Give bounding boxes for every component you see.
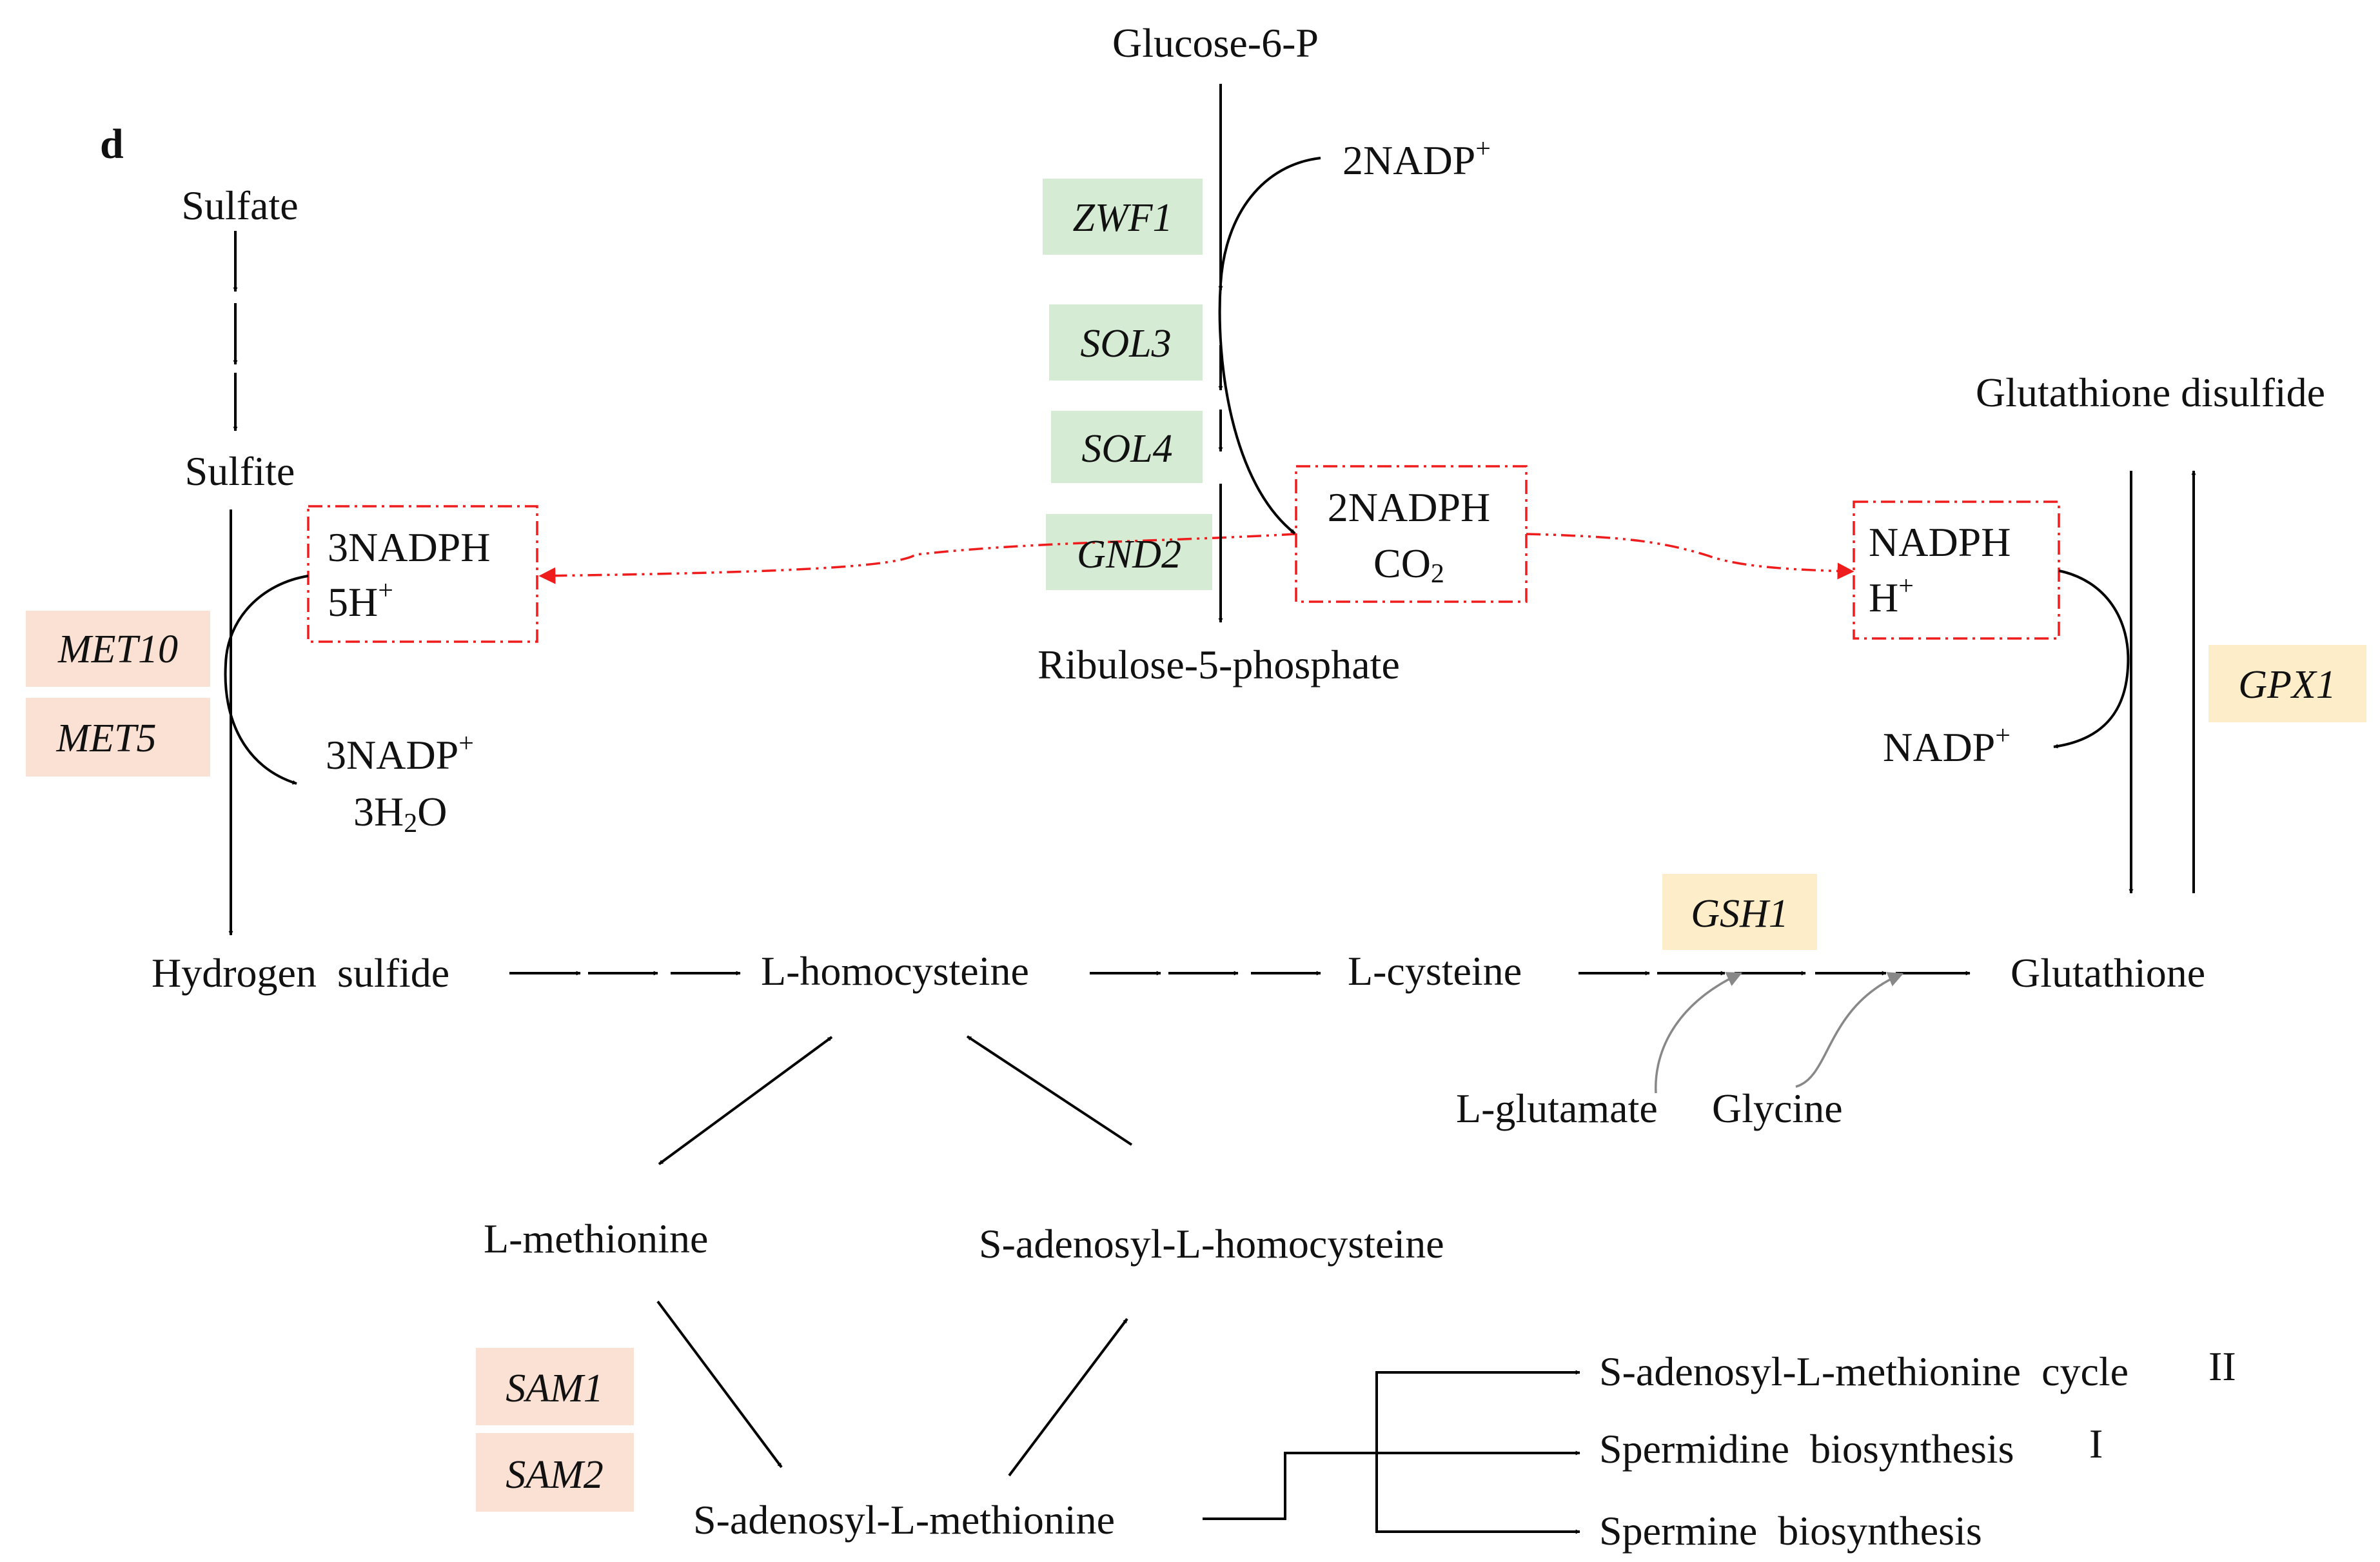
nadph3-box xyxy=(307,505,538,643)
red-arrow-to-nadph xyxy=(1526,533,1854,580)
label-l-cysteine: L-cysteine xyxy=(1348,948,1522,994)
label-3nadph: 3NADPH xyxy=(328,524,490,570)
gene-met10: MET10 xyxy=(57,628,178,671)
label-nadph: NADPH xyxy=(1869,519,2011,565)
label-sam-cycle: S-adenosyl-L-methionine cycle xyxy=(1599,1349,2129,1394)
label-hydrogen-sulfide: Hydrogen sulfide xyxy=(152,950,449,996)
label-glutathione: Glutathione xyxy=(2011,950,2205,996)
glycine-input-arrow xyxy=(1795,972,1904,1088)
gene-met5: MET5 xyxy=(56,717,157,760)
methionine-sam-arrow xyxy=(656,1300,783,1468)
label-spermidine-number: I xyxy=(2089,1421,2103,1467)
gene-sam2: SAM2 xyxy=(506,1453,604,1497)
label-sam-cycle-number: II xyxy=(2208,1343,2236,1389)
sam-sah-arrow xyxy=(1008,1318,1128,1477)
label-sulfate: Sulfate xyxy=(181,183,298,228)
label-glucose6p: Glucose-6-P xyxy=(1112,20,1319,66)
gene-gsh1: GSH1 xyxy=(1691,892,1789,936)
label-sam: S-adenosyl-L-methionine xyxy=(693,1497,1115,1543)
nadp-curve-arrow xyxy=(1218,157,1321,535)
label-3h2o: 3H2O xyxy=(353,789,447,838)
homocysteine-methionine-arrow xyxy=(658,1036,833,1165)
label-glutathione-disulfide: Glutathione disulfide xyxy=(1976,370,2325,415)
label-h-plus: H+ xyxy=(1869,571,1914,620)
sam-branch-spermidine xyxy=(1203,1450,1580,1520)
gene-box-zwf1 xyxy=(1043,179,1203,255)
gene-box-gnd2 xyxy=(1046,514,1212,590)
label-nadp-plus: NADP+ xyxy=(1883,721,2011,770)
gene-sam1: SAM1 xyxy=(506,1367,604,1410)
label-spermine: Spermine biosynthesis xyxy=(1599,1508,1982,1554)
label-sah: S-adenosyl-L-homocysteine xyxy=(979,1221,1444,1267)
gene-gnd2: GND2 xyxy=(1077,533,1181,577)
gene-box-sam2 xyxy=(476,1433,634,1512)
nadph-curve-arrow xyxy=(2053,569,2130,749)
label-glycine: Glycine xyxy=(1712,1085,1843,1131)
gene-box-met10 xyxy=(26,611,210,687)
gene-sol3: SOL3 xyxy=(1080,322,1171,366)
panel-label: d xyxy=(100,121,124,168)
label-co2: CO2 xyxy=(1373,540,1444,589)
label-sulfite: Sulfite xyxy=(185,448,295,494)
gene-box-sol3 xyxy=(1049,304,1203,381)
gene-box-sam1 xyxy=(476,1348,634,1425)
label-ribulose5p: Ribulose-5-phosphate xyxy=(1038,642,1400,687)
gene-gpx1: GPX1 xyxy=(2238,663,2336,707)
sah-homocysteine-arrow xyxy=(966,1035,1133,1146)
gene-box-gsh1 xyxy=(1662,874,1817,950)
gene-box-sol4 xyxy=(1051,411,1203,483)
label-5h-plus: 5H+ xyxy=(328,576,393,625)
gene-box-met5 xyxy=(26,698,210,776)
label-l-methionine: L-methionine xyxy=(484,1216,708,1261)
red-arrow-to-nadph3 xyxy=(538,533,1297,584)
glutamate-input-arrow xyxy=(1655,972,1743,1094)
label-spermidine: Spermidine biosynthesis xyxy=(1599,1426,2014,1472)
label-l-homocysteine: L-homocysteine xyxy=(761,948,1029,994)
label-3nadp-plus: 3NADP+ xyxy=(326,729,474,778)
met10-cofactor-curve xyxy=(224,575,309,785)
gene-sol4: SOL4 xyxy=(1081,427,1172,471)
label-2nadph: 2NADPH xyxy=(1328,484,1490,530)
label-l-glutamate: L-glutamate xyxy=(1456,1085,1658,1131)
gene-box-gpx1 xyxy=(2208,645,2366,722)
gene-zwf1: ZWF1 xyxy=(1073,196,1173,240)
label-2nadp-plus: 2NADP+ xyxy=(1342,134,1491,183)
